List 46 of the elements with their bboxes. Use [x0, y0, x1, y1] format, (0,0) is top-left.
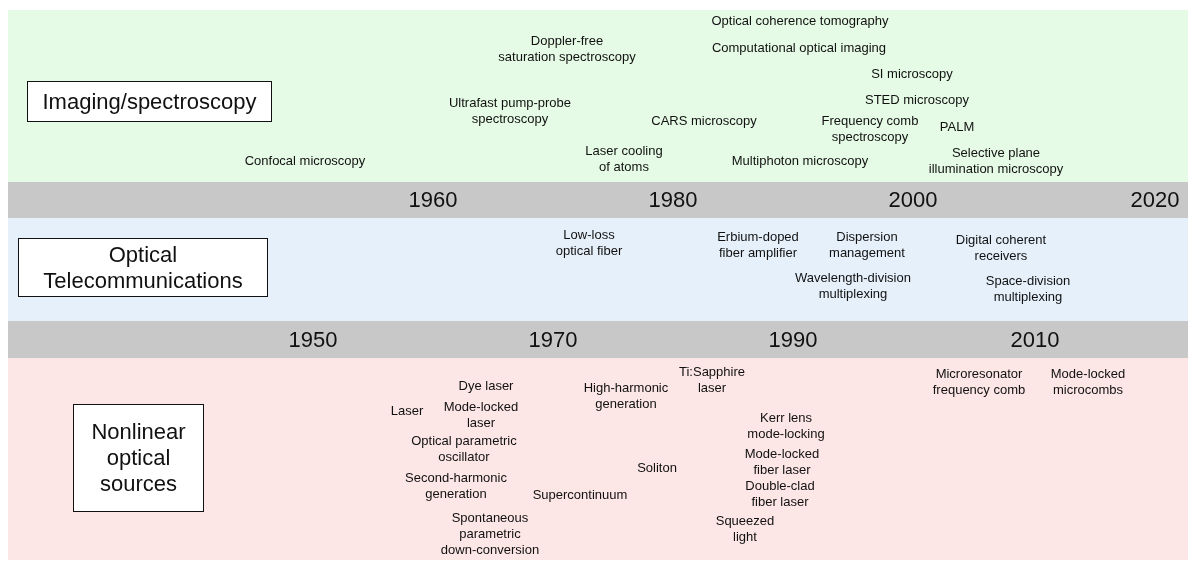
milestone-label: Low-loss optical fiber — [555, 227, 623, 259]
milestone-label: Spontaneous parametric down-conversion — [440, 510, 540, 558]
milestone-label: CARS microscopy — [651, 113, 757, 129]
category-box: Nonlinear optical sources — [73, 404, 204, 512]
milestone-label: Confocal microscopy — [244, 153, 366, 169]
year-label: 1980 — [648, 187, 698, 213]
milestone-label: Dye laser — [458, 378, 514, 394]
milestone-label: Selective plane illumination microscopy — [928, 145, 1064, 177]
milestone-label: SI microscopy — [871, 66, 953, 82]
milestone-label: Ti:Sapphire laser — [679, 364, 745, 396]
milestone-label: Double-clad fiber laser — [745, 478, 815, 510]
milestone-label: Multiphoton microscopy — [731, 153, 869, 169]
year-label: 1960 — [408, 187, 458, 213]
milestone-label: Dispersion management — [829, 229, 905, 261]
milestone-label: Optical parametric oscillator — [411, 433, 517, 465]
milestone-label: Soliton — [637, 460, 677, 476]
category-box: Imaging/spectroscopy — [27, 81, 272, 122]
milestone-label: STED microscopy — [865, 92, 969, 108]
milestone-label: Second-harmonic generation — [405, 470, 507, 502]
category-box: Optical Telecommunications — [18, 238, 268, 297]
milestone-label: Erbium-doped fiber amplifier — [717, 229, 799, 261]
milestone-label: Mode-locked microcombs — [1050, 366, 1126, 398]
year-label: 1990 — [768, 327, 818, 353]
year-label: 2020 — [1130, 187, 1180, 213]
milestone-label: Microresonator frequency comb — [932, 366, 1026, 398]
milestone-label: Optical coherence tomography — [711, 13, 889, 29]
milestone-label: Wavelength-division multiplexing — [795, 270, 911, 302]
milestone-label: Laser cooling of atoms — [585, 143, 663, 175]
year-label: 1950 — [288, 327, 338, 353]
milestone-label: Mode-locked laser — [443, 399, 519, 431]
milestone-label: Kerr lens mode-locking — [747, 410, 825, 442]
year-label: 2010 — [1010, 327, 1060, 353]
milestone-label: Digital coherent receivers — [955, 232, 1047, 264]
milestone-label: Mode-locked fiber laser — [744, 446, 820, 478]
milestone-label: Ultrafast pump-probe spectroscopy — [448, 95, 572, 127]
milestone-label: Laser — [390, 403, 424, 419]
milestone-label: High-harmonic generation — [583, 380, 669, 412]
milestone-label: Frequency comb spectroscopy — [821, 113, 919, 145]
milestone-label: Doppler-free saturation spectroscopy — [498, 33, 636, 65]
milestone-label: Space-division multiplexing — [985, 273, 1071, 305]
milestone-label: PALM — [939, 119, 975, 135]
year-label: 1970 — [528, 327, 578, 353]
milestone-label: Squeezed light — [715, 513, 775, 545]
milestone-label: Computational optical imaging — [711, 40, 887, 56]
milestone-label: Supercontinuum — [532, 487, 628, 503]
year-label: 2000 — [888, 187, 938, 213]
